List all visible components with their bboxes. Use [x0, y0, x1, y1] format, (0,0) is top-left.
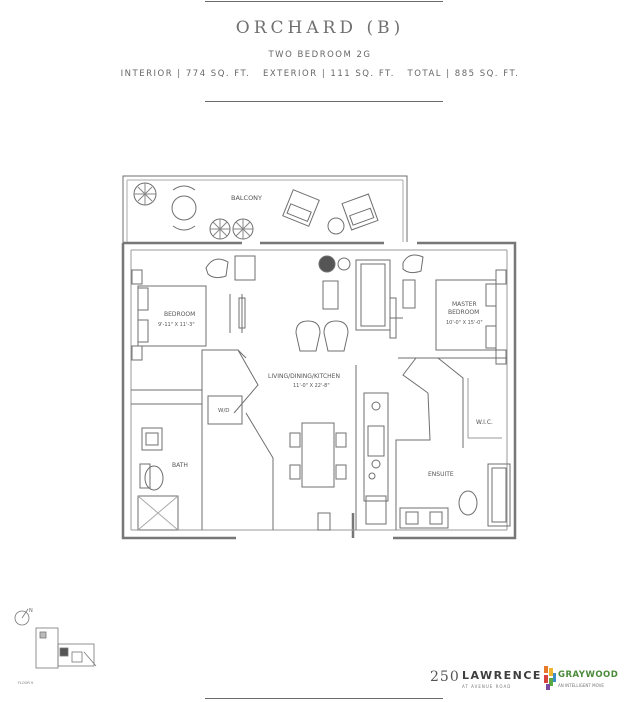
ensuite-label: ENSUITE: [428, 471, 454, 478]
dining-kitchen: [289, 392, 389, 531]
bedroom-label: BEDROOM: [164, 311, 195, 318]
plan-subtitle: TWO BEDROOM 2G: [268, 50, 372, 60]
closet-ensuite: W.I.C. ENSUITE: [399, 378, 511, 529]
kitchen-counter: [363, 392, 389, 502]
interior-walls: [131, 349, 507, 530]
dining-table-icon: [301, 422, 335, 488]
outer-walls: [121, 241, 517, 540]
wd-label: W/D: [218, 408, 230, 414]
developer-name: GRAYWOOD: [558, 670, 619, 680]
dark-planter-icon: [318, 255, 336, 273]
floor-label: FLOOR 9: [18, 681, 33, 685]
top-rule: [205, 1, 443, 2]
master-bedroom-label: BEDROOM: [448, 309, 479, 316]
bath-label: BATH: [172, 462, 188, 469]
floor-plan: BALCONY BEDROOM 9'-11: [121, 175, 517, 540]
graywood-logo-icon: [544, 666, 556, 690]
north-label: N: [29, 608, 33, 614]
master-dimensions: 10'-0" X 15'-0": [446, 320, 483, 326]
lounge-chair-icon: [295, 320, 321, 352]
toilet-icon: [458, 490, 478, 516]
wic-label: W.I.C.: [476, 419, 493, 426]
area-summary: INTERIOR | 774 SQ. FT. EXTERIOR | 111 SQ…: [120, 69, 520, 79]
lounge-chair-icon: [341, 193, 379, 231]
sofa-icon: [355, 259, 391, 331]
living-area: LIVING/DINING/KITCHEN 11'-0" X 22'-8": [205, 255, 403, 389]
vanity-icon: [399, 507, 449, 529]
lounge-chair-icon: [282, 189, 320, 227]
bed-icon: [137, 285, 207, 347]
plan-title: ORCHARD (B): [235, 18, 405, 38]
bottom-rule: [205, 698, 443, 699]
living-label: LIVING/DINING/KITCHEN: [268, 373, 340, 380]
bed-icon: [435, 279, 497, 351]
laundry-bath: W/D BATH: [137, 395, 243, 531]
brand-name: LAWRENCE: [462, 669, 542, 682]
master-label: MASTER: [452, 301, 477, 308]
living-dimensions: 11'-0" X 22'-8": [293, 383, 330, 389]
bedroom-dimensions: 9'-11" X 11'-3": [158, 322, 195, 328]
toilet-icon: [144, 465, 164, 491]
bedroom-left: BEDROOM 9'-11" X 11'-3": [131, 269, 246, 361]
balcony-area: BALCONY: [122, 175, 408, 246]
key-plan: N FLOOR 9: [14, 608, 97, 685]
master-bedroom: MASTER BEDROOM 10'-0" X 15'-0": [402, 254, 507, 365]
balcony-label: BALCONY: [231, 194, 262, 202]
bistro-table-icon: [171, 195, 197, 221]
vanity-icon: [141, 427, 163, 451]
armchair-icon: [402, 254, 424, 274]
brand-subtext: AT AVENUE ROAD: [462, 684, 512, 689]
developer-tagline: AN INTELLIGENT MOVE: [558, 683, 604, 688]
brand-number: 250: [430, 669, 460, 685]
bathtub-icon: [487, 463, 511, 527]
header-bottom-rule: [205, 101, 443, 102]
north-arrow-icon: [14, 610, 30, 626]
shower-icon: [137, 495, 179, 531]
armchair-icon: [205, 258, 229, 279]
washer-dryer-icon: [207, 395, 243, 425]
